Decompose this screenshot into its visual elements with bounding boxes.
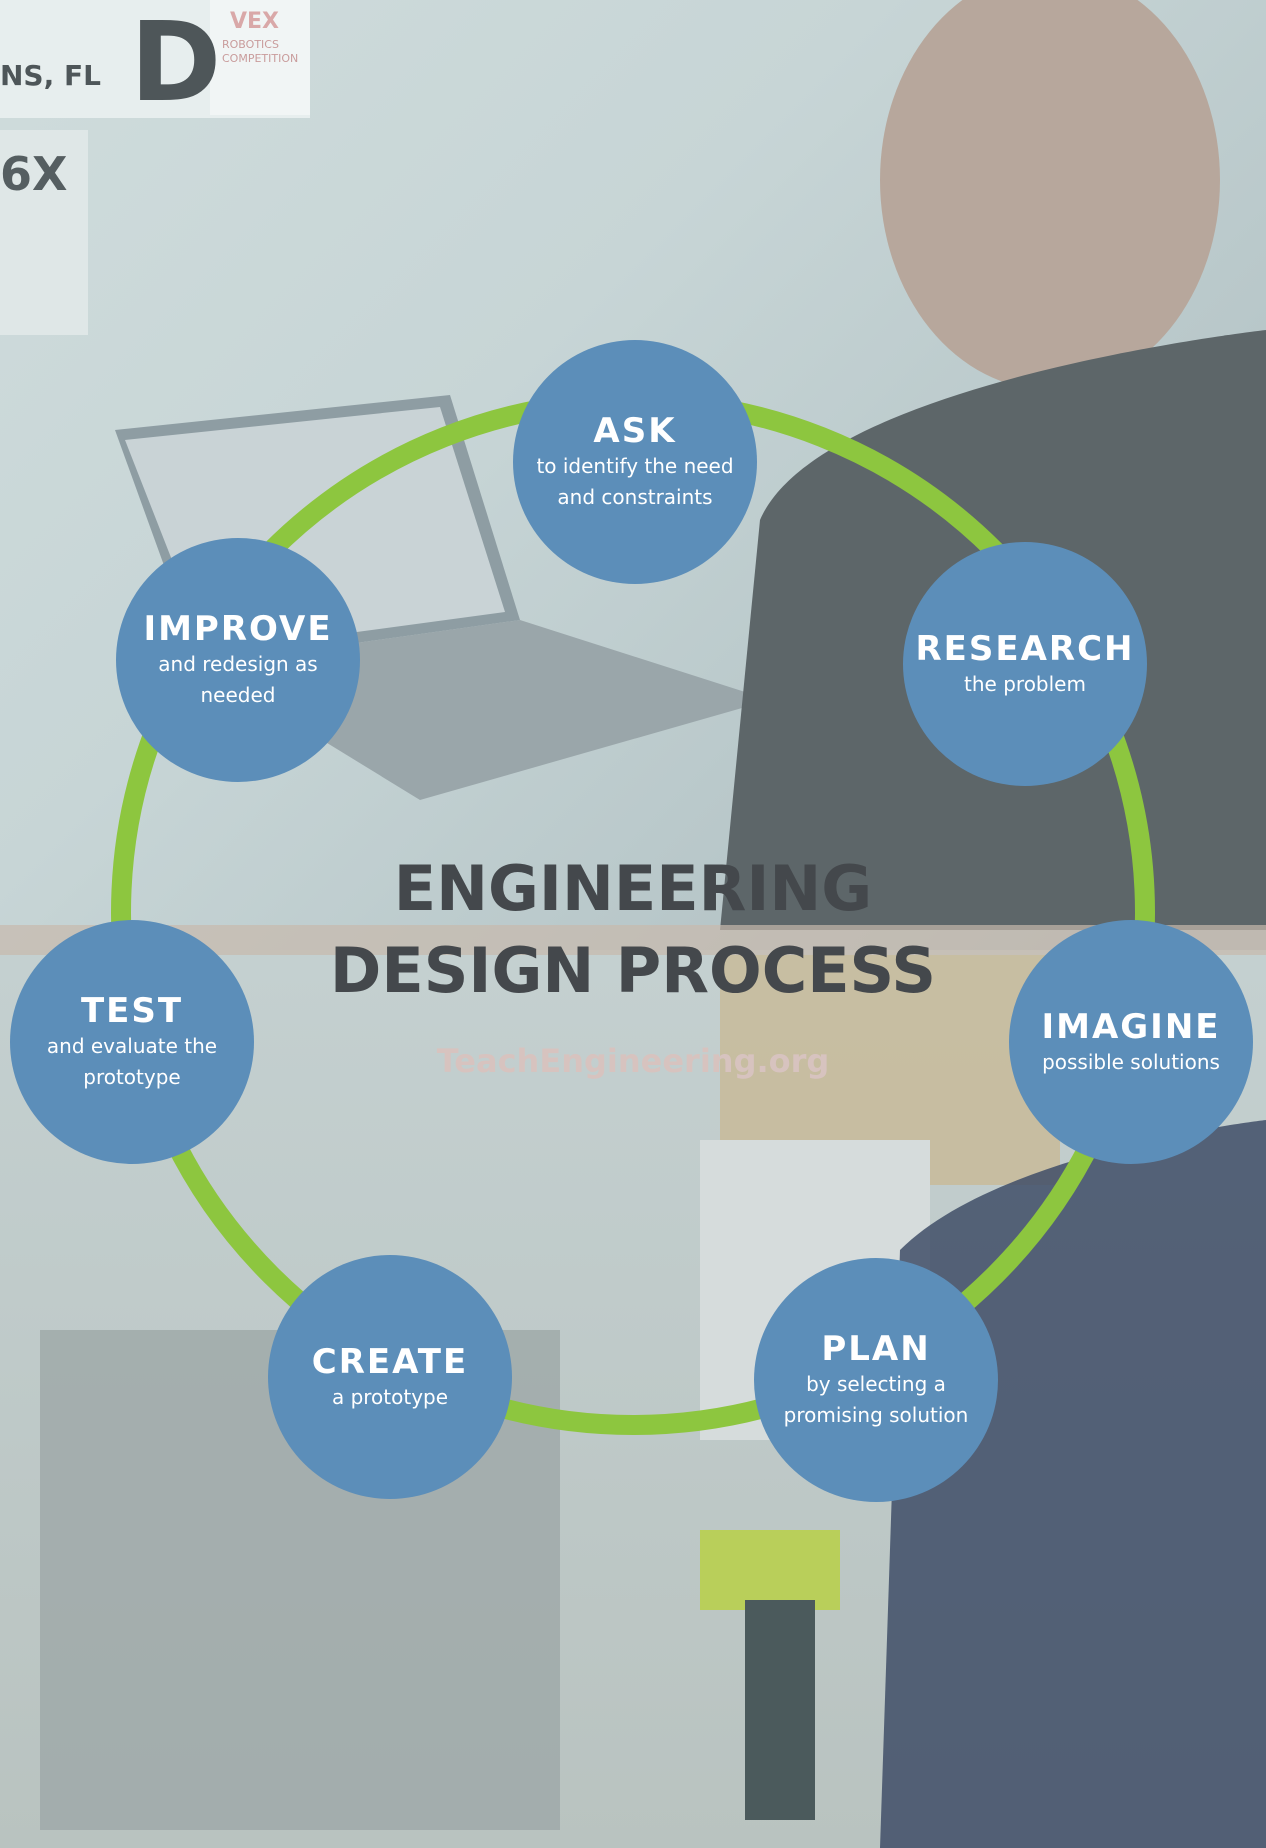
step-title: IMPROVE (143, 609, 333, 649)
step-plan: PLAN by selecting a promising solution (754, 1258, 998, 1502)
step-ask: ASK to identify the need and constraints (513, 340, 757, 584)
step-description: the problem (964, 671, 1086, 696)
step-description: a prototype (331, 1384, 449, 1409)
step-title: IMAGINE (1041, 1006, 1221, 1047)
diagram-title: ENGINEERING DESIGN PROCESS (233, 848, 1033, 1012)
step-title: CREATE (311, 1341, 469, 1382)
step-description: to identify the need and constraints (536, 454, 734, 509)
step-title: TEST (80, 991, 184, 1031)
step-description: and redesign as needed (158, 652, 318, 707)
step-description: by selecting a promising solution (783, 1372, 969, 1427)
drill-handle (745, 1600, 815, 1820)
step-research: RESEARCH the problem (903, 542, 1147, 786)
step-test: TEST and evaluate the prototype (10, 920, 254, 1164)
step-improve: IMPROVE and redesign as needed (116, 538, 360, 782)
title-line-1: ENGINEERING (393, 852, 873, 925)
title-line-2: DESIGN PROCESS (329, 934, 937, 1007)
vex-brand-text: VEX (230, 9, 279, 34)
team-number-text: 6X (0, 147, 67, 201)
step-imagine: IMAGINE possible solutions (1009, 920, 1253, 1164)
step-description: and evaluate the prototype (46, 1034, 218, 1089)
vex-logo-panel (210, 0, 310, 115)
vex-subtitle-text: ROBOTICS (222, 38, 279, 51)
vex-subtitle-text-2: COMPETITION (222, 52, 298, 65)
location-text: NS, FL (0, 59, 101, 92)
team-card (0, 130, 88, 335)
drill-body (700, 1530, 840, 1610)
source-credit: TeachEngineering.org (436, 1042, 830, 1080)
step-description: possible solutions (1042, 1049, 1220, 1074)
step-title: PLAN (821, 1329, 931, 1369)
division-letter: D (130, 0, 221, 126)
step-title: ASK (593, 411, 677, 451)
step-create: CREATE a prototype (268, 1255, 512, 1499)
step-title: RESEARCH (915, 628, 1135, 669)
student-head (880, 0, 1220, 390)
